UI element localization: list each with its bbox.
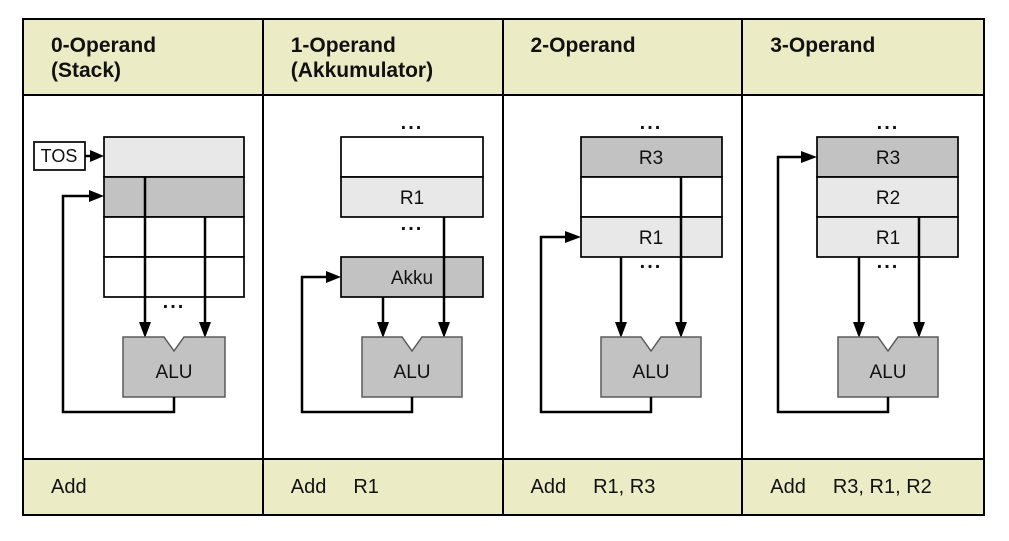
- arrowhead-icon: [199, 322, 211, 338]
- register-label: R1: [400, 188, 424, 209]
- feedback-line: [61, 194, 176, 414]
- dots-top: ...: [877, 112, 900, 134]
- operand-architecture-table: 0-Operand (Stack) TOS ... ALU: [22, 18, 985, 516]
- instruction-operands: R1, R3: [593, 475, 656, 498]
- feedback-arrowhead-icon: [325, 271, 341, 283]
- register-cell: [816, 216, 960, 258]
- feedback-arrowhead-icon: [564, 231, 581, 243]
- stack-cell: [103, 256, 245, 298]
- header-line2: (Stack): [51, 59, 122, 82]
- arrowhead-icon: [913, 322, 926, 338]
- column-2-operand: 2-Operand ... R3 R1 ... ALU: [503, 20, 744, 514]
- register-cell: [579, 176, 723, 218]
- alu-label: ALU: [393, 362, 430, 383]
- stack-cell: [103, 216, 245, 258]
- instruction-mnemonic: Add: [770, 475, 806, 498]
- header-line1: 3-Operand: [770, 34, 876, 57]
- dots-bottom: ...: [163, 291, 186, 313]
- alu-label: ALU: [156, 362, 193, 383]
- register-label: R3: [876, 148, 900, 169]
- instruction-operands: R3, R1, R2: [832, 475, 932, 498]
- instruction-row: Add: [24, 458, 262, 514]
- dots-bottom: ...: [400, 213, 423, 235]
- feedback-line: [300, 275, 413, 414]
- column-header: 3-Operand: [743, 20, 983, 96]
- instruction-mnemonic: Add: [290, 475, 327, 498]
- dots-bottom: ...: [877, 251, 900, 273]
- alu-box: [599, 336, 702, 398]
- instruction-mnemonic: Add: [51, 475, 87, 498]
- column-3-operand: 3-Operand ... R3 R2 R1 ... ALU: [743, 20, 983, 514]
- register-cell: [339, 136, 484, 178]
- feedback-arrowhead-icon: [89, 190, 104, 202]
- instruction-row: Add R1, R3: [503, 458, 742, 514]
- two-operand-diagram: ... R3 R1 ... ALU: [503, 96, 742, 458]
- instruction-mnemonic: Add: [530, 475, 567, 498]
- header-line1: 1-Operand: [290, 34, 396, 57]
- stack-cell: [103, 176, 245, 218]
- header-line2: (Akkumulator): [290, 59, 434, 82]
- tos-box: [33, 141, 86, 171]
- alu-label: ALU: [870, 362, 907, 383]
- dots-bottom: ...: [639, 251, 662, 273]
- arrowhead-icon: [139, 322, 151, 338]
- header-line1: 0-Operand: [51, 34, 157, 57]
- column-header: 2-Operand: [503, 20, 742, 96]
- column-0-operand: 0-Operand (Stack) TOS ... ALU: [24, 20, 264, 514]
- dots-top: ...: [639, 112, 662, 134]
- tos-label: TOS: [41, 146, 78, 166]
- alu-box: [837, 336, 939, 398]
- register-cell: [579, 216, 723, 258]
- register-cell: [816, 136, 960, 178]
- instruction-operands: R1: [353, 475, 379, 498]
- column-1-operand: 1-Operand (Akkumulator) ... R1 ... Akku …: [263, 20, 504, 514]
- arrowhead-icon: [614, 322, 627, 338]
- instruction-row: Add R1: [263, 458, 502, 514]
- arrowhead-icon: [853, 322, 866, 338]
- dots-top: ...: [400, 112, 423, 134]
- column-header: 0-Operand (Stack): [24, 20, 262, 96]
- feedback-line: [777, 155, 890, 414]
- arrowhead-icon: [674, 322, 687, 338]
- register-label: R3: [638, 148, 662, 169]
- register-label: R1: [638, 228, 662, 249]
- akku-label: Akku: [391, 268, 433, 289]
- register-cell: [339, 176, 484, 218]
- alu-box: [361, 336, 463, 398]
- register-label: R2: [876, 188, 900, 209]
- stack-cell: [103, 136, 245, 178]
- feedback-arrowhead-icon: [801, 151, 818, 163]
- stack-diagram: TOS ... ALU: [24, 96, 262, 458]
- register-label: R1: [876, 228, 900, 249]
- alu-label: ALU: [632, 362, 669, 383]
- instruction-row: Add R3, R1, R2: [743, 458, 983, 514]
- header-line1: 2-Operand: [530, 34, 636, 57]
- akkumulator-diagram: ... R1 ... Akku ALU: [263, 96, 502, 458]
- column-header: 1-Operand (Akkumulator): [263, 20, 502, 96]
- alu-box: [122, 336, 226, 398]
- feedback-line: [539, 235, 652, 414]
- three-operand-diagram: ... R3 R2 R1 ... ALU: [743, 96, 983, 458]
- register-cell: [816, 176, 960, 218]
- register-cell: [579, 136, 723, 178]
- arrowhead-icon: [376, 322, 389, 338]
- tos-arrowhead-icon: [90, 150, 104, 162]
- arrowhead-icon: [437, 322, 450, 338]
